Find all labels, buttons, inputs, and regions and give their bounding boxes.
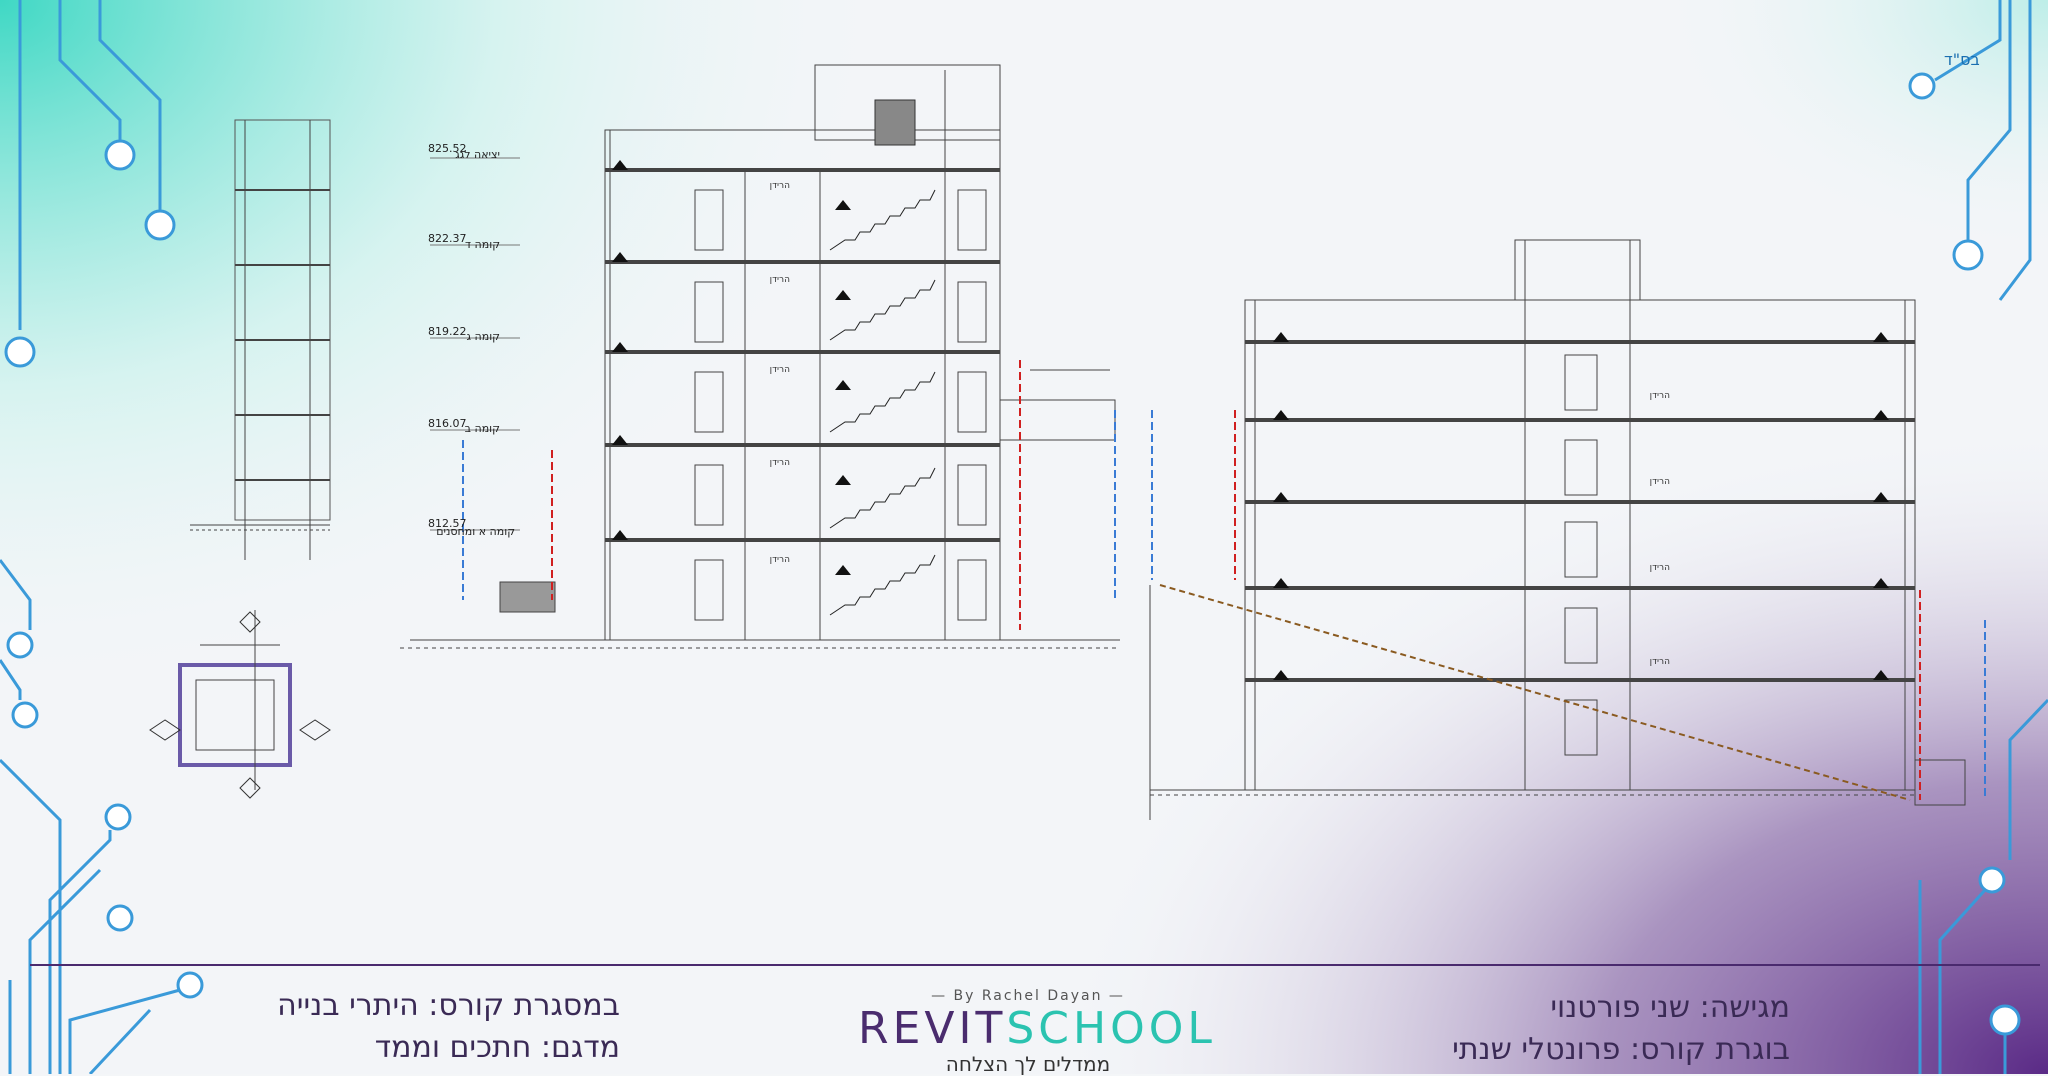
model-line: מדגם: חתכים וממד bbox=[374, 1030, 620, 1065]
section-b-building bbox=[1149, 239, 1966, 820]
brand-name: REVITSCHOOL bbox=[858, 1003, 1212, 1054]
graduate-line: בוגרת קורס: פרונטלי שנתי bbox=[1452, 1032, 1790, 1067]
elevation-label: 812.57 bbox=[428, 517, 467, 530]
level-name: קומה א ומחסנים bbox=[436, 525, 515, 538]
level-name: קומה ב bbox=[465, 422, 500, 435]
room-label: הרידן bbox=[1650, 657, 1670, 667]
corner-tag: בס"ד bbox=[1944, 50, 1980, 69]
architectural-sections: 825.52 822.37 819.22 816.07 812.57 יציאה… bbox=[149, 64, 1986, 820]
course-line: במסגרת קורס: היתרי בנייה bbox=[277, 988, 620, 1023]
level-name: קומה ד bbox=[465, 238, 500, 251]
room-label: הרידן bbox=[1650, 477, 1670, 487]
level-name: יציאה לגג bbox=[455, 148, 500, 161]
room-label: הרידן bbox=[770, 181, 790, 191]
room-label: הרידן bbox=[770, 555, 790, 565]
level-name: קומה ג bbox=[467, 330, 501, 343]
room-label: הרידן bbox=[1650, 563, 1670, 573]
elevation-label: 822.37 bbox=[428, 232, 467, 245]
detail-plan-mamad bbox=[149, 610, 331, 799]
detail-section-mamad bbox=[190, 119, 331, 560]
room-label: הרידן bbox=[770, 275, 790, 285]
brand-logo: — By Rachel Dayan — REVITSCHOOL ממדלים ל… bbox=[858, 988, 1212, 1076]
brand-part-revit: REVIT bbox=[858, 1003, 1007, 1054]
section-a-building bbox=[400, 64, 1120, 649]
brand-part-school: SCHOOL bbox=[1006, 1003, 1216, 1054]
room-label: הרידן bbox=[1650, 391, 1670, 401]
brand-slogan: ממדלים לך הצלחה bbox=[945, 1052, 1111, 1076]
elevation-label: 825.52 bbox=[428, 142, 467, 155]
presenter-line: מגישה: שני פורטנוי bbox=[1550, 990, 1790, 1025]
room-label: הרידן bbox=[770, 365, 790, 375]
footer-divider bbox=[30, 964, 2040, 966]
brand-byline: — By Rachel Dayan — bbox=[931, 988, 1125, 1004]
elevation-label: 816.07 bbox=[428, 417, 467, 430]
room-label: הרידן bbox=[770, 458, 790, 468]
elevation-label: 819.22 bbox=[428, 325, 467, 338]
